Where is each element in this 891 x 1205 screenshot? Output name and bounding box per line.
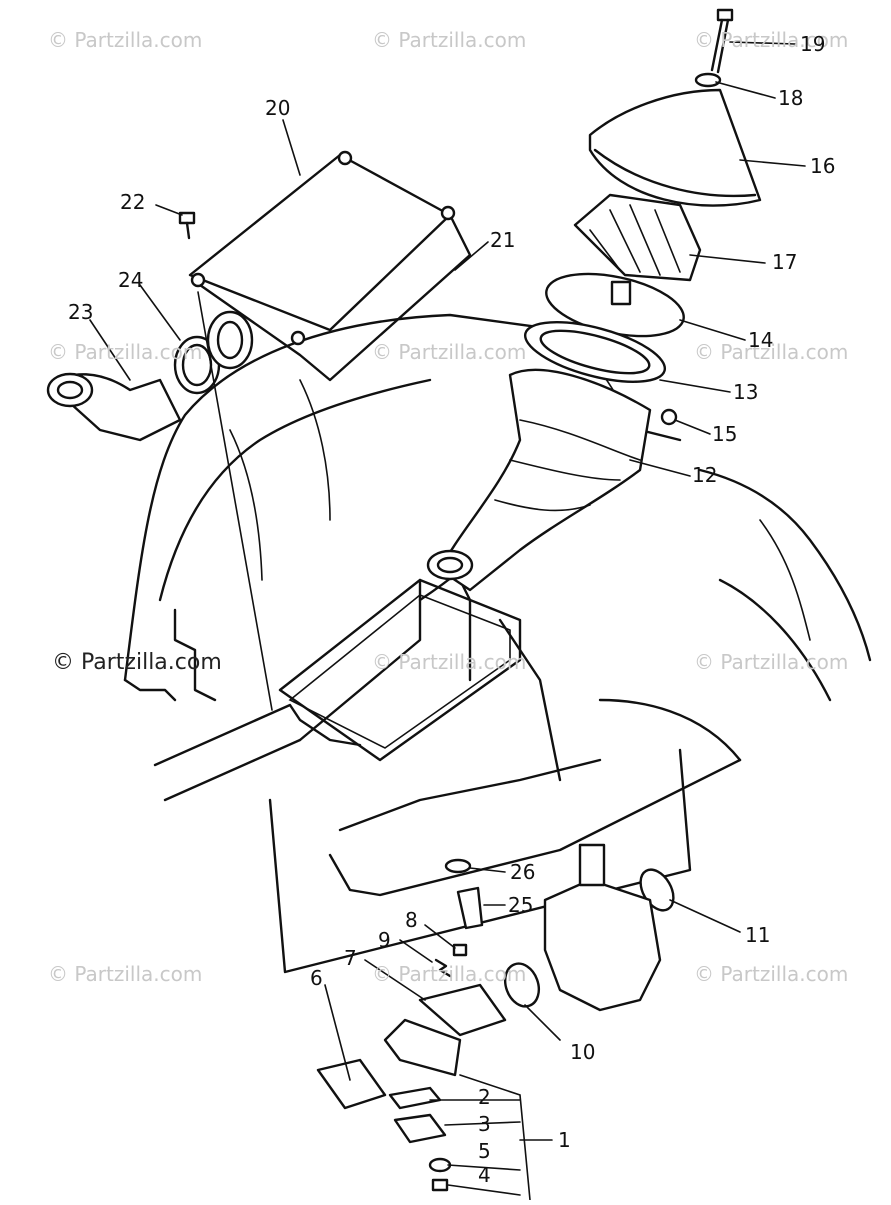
watermark-4: © Partzilla.com (48, 340, 203, 364)
callout-24: 24 (118, 268, 144, 292)
callout-15: 15 (712, 422, 738, 446)
intake-duct-part-12 (426, 368, 652, 592)
clip-part-26 (444, 858, 472, 874)
clamp-part-10 (503, 962, 541, 1008)
leader-lines (89, 41, 806, 1201)
hull-body (123, 313, 872, 897)
watermark-2: © Partzilla.com (372, 28, 527, 52)
watermark-1: © Partzilla.com (48, 28, 203, 52)
watermark-10: © Partzilla.com (48, 962, 203, 986)
callout-1: 1 (558, 1128, 571, 1152)
callout-11: 11 (745, 923, 771, 947)
callout-18: 18 (778, 86, 804, 110)
callout-23: 23 (68, 300, 94, 324)
nut-part-15 (660, 408, 678, 426)
duct-neck (206, 310, 254, 370)
callout-22: 22 (120, 190, 146, 214)
reed-valve-part-7 (418, 983, 507, 1037)
stopper-part-3 (393, 1113, 447, 1144)
spring-part-9 (434, 958, 452, 978)
bolt-part-22 (178, 211, 196, 240)
airbox-cover-part-20 (188, 150, 472, 382)
callout-13: 13 (733, 380, 759, 404)
washer-part-18 (694, 72, 722, 88)
gasket-part-6 (316, 1058, 387, 1110)
watermark-5: © Partzilla.com (372, 340, 527, 364)
watermark-11: © Partzilla.com (372, 962, 527, 986)
callout-14: 14 (748, 328, 774, 352)
watermark-12: © Partzilla.com (694, 962, 849, 986)
callout-25: 25 (508, 893, 534, 917)
plate-part-14 (545, 272, 685, 338)
gasket-part-13 (523, 321, 667, 383)
bolt-part-19 (710, 8, 734, 74)
screw-part-4 (431, 1178, 449, 1192)
callout-6: 6 (310, 966, 323, 990)
callout-16: 16 (810, 154, 836, 178)
screw-part-8 (452, 943, 468, 957)
callout-8: 8 (405, 908, 418, 932)
callout-9: 9 (378, 928, 391, 952)
callout-5: 5 (478, 1139, 491, 1163)
watermark-7: © Partzilla.com (52, 650, 222, 675)
inset-frame (268, 748, 692, 974)
reed-part-2 (388, 1086, 442, 1110)
watermark-8: © Partzilla.com (372, 650, 527, 674)
watermark-6: © Partzilla.com (694, 340, 849, 364)
watermark-3: © Partzilla.com (694, 28, 849, 52)
fitting-part-25 (456, 886, 484, 930)
reed-block-part-1 (383, 1018, 462, 1077)
callout-3: 3 (478, 1112, 491, 1136)
arrester-cage-part-17 (573, 193, 702, 282)
callout-7: 7 (344, 946, 357, 970)
washer-part-5 (428, 1157, 452, 1173)
callout-2: 2 (478, 1085, 491, 1109)
cone-cover-part-16 (588, 88, 762, 207)
boot-part-23 (46, 372, 182, 442)
watermark-9: © Partzilla.com (694, 650, 849, 674)
carburetor (543, 843, 662, 1012)
callout-21: 21 (490, 228, 516, 252)
callout-10: 10 (570, 1040, 596, 1064)
callout-19: 19 (800, 32, 826, 56)
callout-26: 26 (510, 860, 536, 884)
callout-17: 17 (772, 250, 798, 274)
callout-20: 20 (265, 96, 291, 120)
callout-12: 12 (692, 463, 718, 487)
callout-4: 4 (478, 1163, 491, 1187)
